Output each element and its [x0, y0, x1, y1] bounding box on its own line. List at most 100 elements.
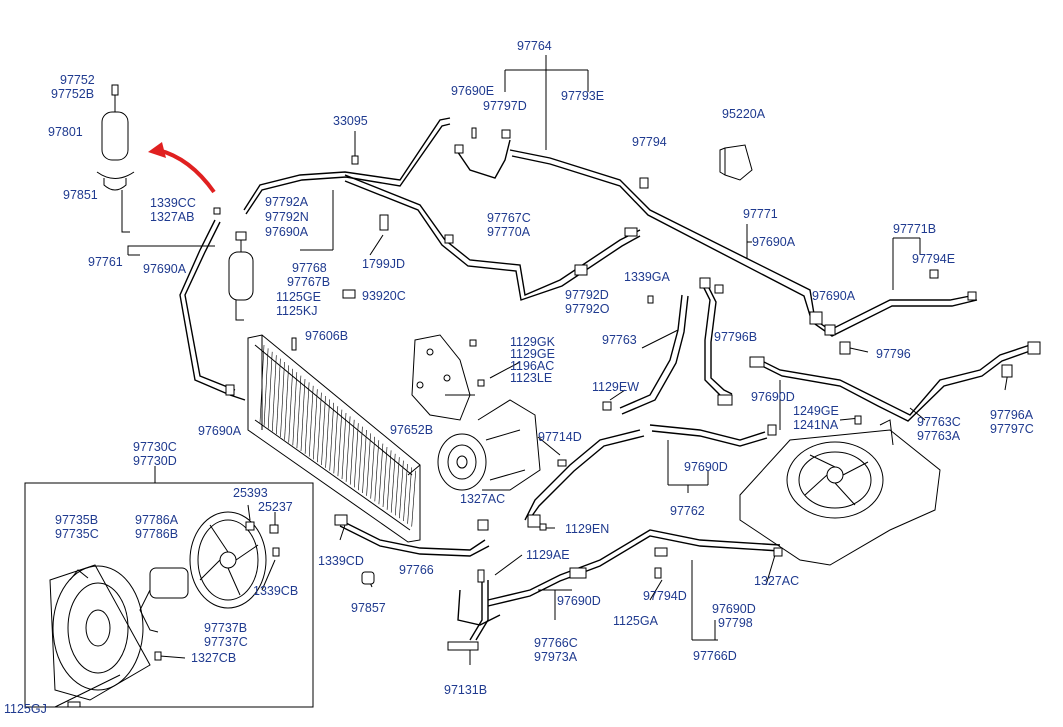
- part-label: 1339CD: [318, 554, 364, 568]
- part-label: 97652B: [390, 423, 434, 437]
- part-label: 1129AE: [526, 548, 570, 562]
- leader-lines: [24, 55, 1009, 708]
- part-label: 97737B: [204, 621, 248, 635]
- part-label: 1339CC: [150, 196, 196, 210]
- part-label: 97792O: [565, 302, 610, 316]
- condenser-fin: [354, 423, 359, 488]
- red-arrow: [157, 148, 216, 194]
- part-label: 97690D: [712, 602, 756, 616]
- condenser-fin: [370, 436, 375, 499]
- part-label: 1129GK: [510, 335, 555, 349]
- part-label: 97690A: [812, 289, 856, 303]
- condenser-fin: [284, 365, 289, 440]
- part-label: 97767B: [287, 275, 331, 289]
- part-label: 97766: [399, 563, 434, 577]
- part-label: 97794D: [643, 589, 687, 603]
- part-label: 97786A: [135, 513, 179, 527]
- fittings: [67, 127, 1041, 708]
- part-label: 97763C: [917, 415, 961, 429]
- condenser-fin: [308, 385, 314, 457]
- part-label: 97770A: [487, 225, 531, 239]
- condenser-fin: [411, 470, 416, 527]
- relay-95220A: [719, 144, 753, 181]
- part-label: 97797D: [483, 99, 527, 113]
- part-label: 25393: [233, 486, 268, 500]
- part-label: 97771: [743, 207, 778, 221]
- fan-blade: [189, 511, 267, 609]
- compressor-bracket: [411, 334, 471, 421]
- part-label: 97771B: [893, 222, 937, 236]
- part-label: 97857: [351, 601, 386, 615]
- condenser-fin: [333, 406, 339, 474]
- part-label: 1129EW: [592, 380, 640, 394]
- condenser-fin: [358, 426, 363, 491]
- part-label: 97690D: [557, 594, 601, 608]
- part-label: 1125KJ: [276, 304, 318, 318]
- part-label: 1241NA: [793, 418, 839, 432]
- condenser-fin: [403, 463, 408, 522]
- receiver-drier: [228, 231, 254, 321]
- part-label: 97792A: [265, 195, 309, 209]
- part-label: 97796: [876, 347, 911, 361]
- part-label: 97798: [718, 616, 753, 630]
- part-label: 97714D: [538, 430, 582, 444]
- part-label: 97690A: [143, 262, 187, 276]
- condenser-fin: [341, 412, 347, 480]
- part-label: 97761: [88, 255, 123, 269]
- part-label: 97762: [670, 504, 705, 518]
- part-label: 97766C: [534, 636, 578, 650]
- part-label: 97796A: [990, 408, 1034, 422]
- part-label: 1339GA: [624, 270, 670, 284]
- part-label: 1339CB: [253, 584, 299, 598]
- part-label: 97730C: [133, 440, 177, 454]
- condenser-fin: [317, 392, 322, 463]
- part-label: 97796B: [714, 330, 758, 344]
- condenser-fin: [382, 446, 388, 508]
- fan-shroud-right: [739, 419, 941, 566]
- part-label: 1327AC: [754, 574, 800, 588]
- condenser-fin: [337, 409, 343, 477]
- part-label: 97690D: [684, 460, 728, 474]
- part-label: 1125GA: [613, 614, 658, 628]
- condenser-fin: [292, 372, 298, 446]
- part-label: 95220A: [722, 107, 766, 121]
- part-label: 97794: [632, 135, 667, 149]
- condenser-fin: [366, 433, 371, 496]
- part-label: 1125GE: [276, 290, 321, 304]
- part-label: 25237: [258, 500, 293, 514]
- part-label: 1327AC: [460, 492, 506, 506]
- part-label: 1327AB: [150, 210, 195, 224]
- fan-assembly-97730C: [49, 564, 151, 701]
- condenser-fin: [304, 382, 310, 454]
- condenser-fin: [325, 399, 330, 468]
- fan-motor: [139, 567, 189, 633]
- part-label: 97606B: [305, 329, 349, 343]
- condenser-fin: [300, 378, 306, 452]
- part-label: 97794E: [912, 252, 956, 266]
- part-label: 97690A: [198, 424, 242, 438]
- part-label: 1327CB: [191, 651, 237, 665]
- condenser-fin: [386, 450, 392, 510]
- condenser-fin: [296, 375, 302, 449]
- condenser-fin: [374, 440, 380, 502]
- part-label: 97735B: [55, 513, 99, 527]
- part-label: 97763A: [917, 429, 961, 443]
- condenser-fin: [272, 355, 277, 432]
- receiver-drier-97801: [96, 84, 135, 233]
- part-label: 97792N: [265, 210, 309, 224]
- condenser-fin: [329, 402, 334, 471]
- compressor: [437, 399, 541, 491]
- part-label: 1125GJ: [4, 702, 47, 716]
- part-label: 1799JD: [362, 257, 406, 271]
- part-label: 1249GE: [793, 404, 839, 418]
- part-label: 1129GE: [510, 347, 555, 361]
- part-label: 97131B: [444, 683, 488, 697]
- condenser-fin: [378, 443, 384, 505]
- part-label: 93920C: [362, 289, 406, 303]
- condenser-fin: [259, 344, 265, 424]
- condenser-fin: [407, 467, 412, 524]
- condenser-fin: [399, 460, 404, 519]
- part-label: 97690D: [751, 390, 795, 404]
